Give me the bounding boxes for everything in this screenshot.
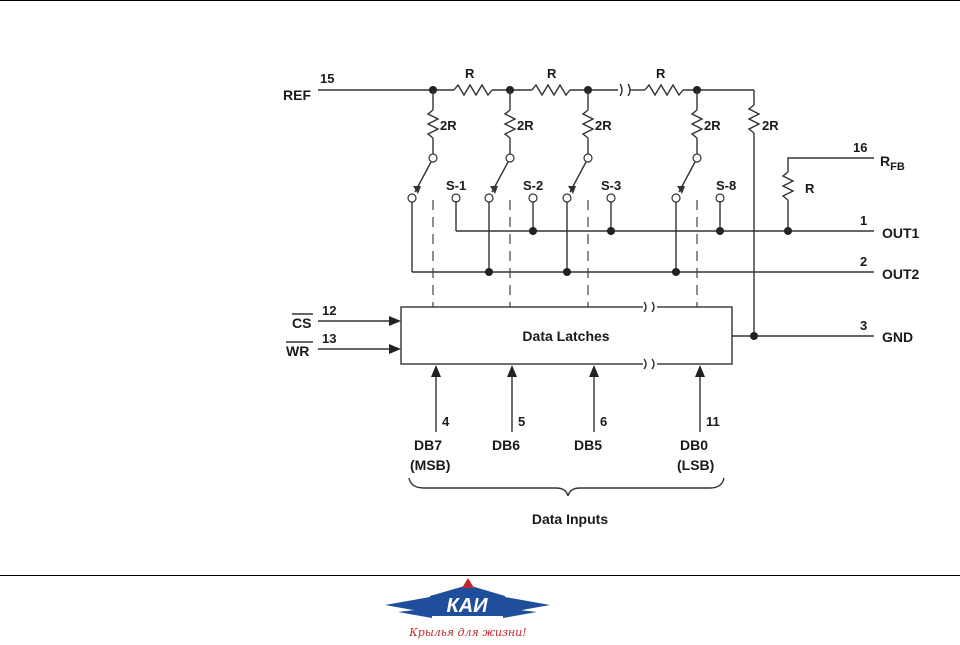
svg-text:4: 4 (442, 414, 450, 429)
out1-pin: 1 OUT1 (860, 213, 920, 241)
svg-text:RFB: RFB (880, 153, 905, 173)
svg-text:OUT2: OUT2 (882, 266, 920, 282)
svg-text:CS: CS (292, 315, 311, 331)
data-input-db7: 4 DB7 (MSB) (410, 365, 450, 473)
svg-text:R: R (547, 66, 557, 81)
shunt-resistor-1: 2R (426, 90, 457, 154)
svg-text:DB7: DB7 (414, 437, 442, 453)
svg-text:2: 2 (860, 254, 867, 269)
svg-text:2R: 2R (440, 118, 457, 133)
svg-text:16: 16 (853, 140, 867, 155)
data-input-db6: 5 DB6 (492, 365, 525, 453)
svg-text:11: 11 (706, 414, 720, 429)
data-input-db0: 11 DB0 (LSB) (677, 365, 720, 473)
svg-text:R: R (656, 66, 666, 81)
svg-text:2R: 2R (595, 118, 612, 133)
svg-text:DB0: DB0 (680, 437, 708, 453)
svg-text:КАИ: КАИ (446, 595, 488, 617)
svg-text:6: 6 (600, 414, 607, 429)
out2-pin: 2 OUT2 (860, 254, 920, 282)
svg-text:R: R (805, 181, 815, 196)
series-resistor-1 (453, 83, 493, 97)
svg-text:12: 12 (322, 303, 336, 318)
svg-text:S-1: S-1 (446, 178, 466, 193)
ladder-break (619, 83, 631, 97)
data-inputs-label: Data Inputs (532, 511, 608, 527)
series-resistor-3 (644, 83, 684, 97)
ref-pin: 15 REF (283, 71, 334, 103)
rfb-pin: 16 RFB (853, 140, 905, 173)
svg-text:13: 13 (322, 331, 336, 346)
terminating-resistor: 2R (747, 104, 779, 336)
gnd-pin: 3 GND (860, 318, 913, 345)
svg-text:S-8: S-8 (716, 178, 736, 193)
svg-text:2R: 2R (704, 118, 721, 133)
series-resistor-2 (531, 83, 571, 97)
svg-text:2R: 2R (762, 118, 779, 133)
switch-s1: S-1 (407, 153, 466, 203)
svg-text:WR: WR (286, 343, 309, 359)
switch-s2: S-2 (484, 153, 543, 203)
svg-text:Крылья для жизни!: Крылья для жизни! (408, 626, 526, 639)
svg-text:GND: GND (882, 329, 913, 345)
switch-s3: S-3 (562, 153, 621, 203)
shunt-resistor-2: 2R (503, 90, 534, 154)
svg-text:DB6: DB6 (492, 437, 520, 453)
kai-logo: КАИ Крылья для жизни! (385, 578, 550, 639)
svg-text:S-3: S-3 (601, 178, 621, 193)
svg-text:OUT1: OUT1 (882, 225, 920, 241)
svg-text:R: R (465, 66, 475, 81)
svg-text:REF: REF (283, 87, 311, 103)
svg-text:15: 15 (320, 71, 334, 86)
svg-text:3: 3 (860, 318, 867, 333)
data-inputs-brace (408, 477, 725, 497)
data-latches-block (400, 306, 733, 365)
wr-pin: 13 WR (286, 331, 401, 359)
shunt-resistor-4: 2R (690, 90, 721, 154)
data-latches-label: Data Latches (522, 328, 609, 344)
svg-text:DB5: DB5 (574, 437, 602, 453)
svg-text:1: 1 (860, 213, 867, 228)
svg-text:S-2: S-2 (523, 178, 543, 193)
cs-pin: 12 CS (292, 303, 401, 331)
shunt-resistor-3: 2R (581, 90, 612, 154)
svg-text:(MSB): (MSB) (410, 457, 450, 473)
svg-text:2R: 2R (517, 118, 534, 133)
data-input-db5: 6 DB5 (574, 365, 607, 453)
svg-text:5: 5 (518, 414, 525, 429)
svg-text:(LSB): (LSB) (677, 457, 714, 473)
feedback-resistor: R (781, 157, 874, 231)
switch-s8: S-8 (671, 153, 736, 203)
